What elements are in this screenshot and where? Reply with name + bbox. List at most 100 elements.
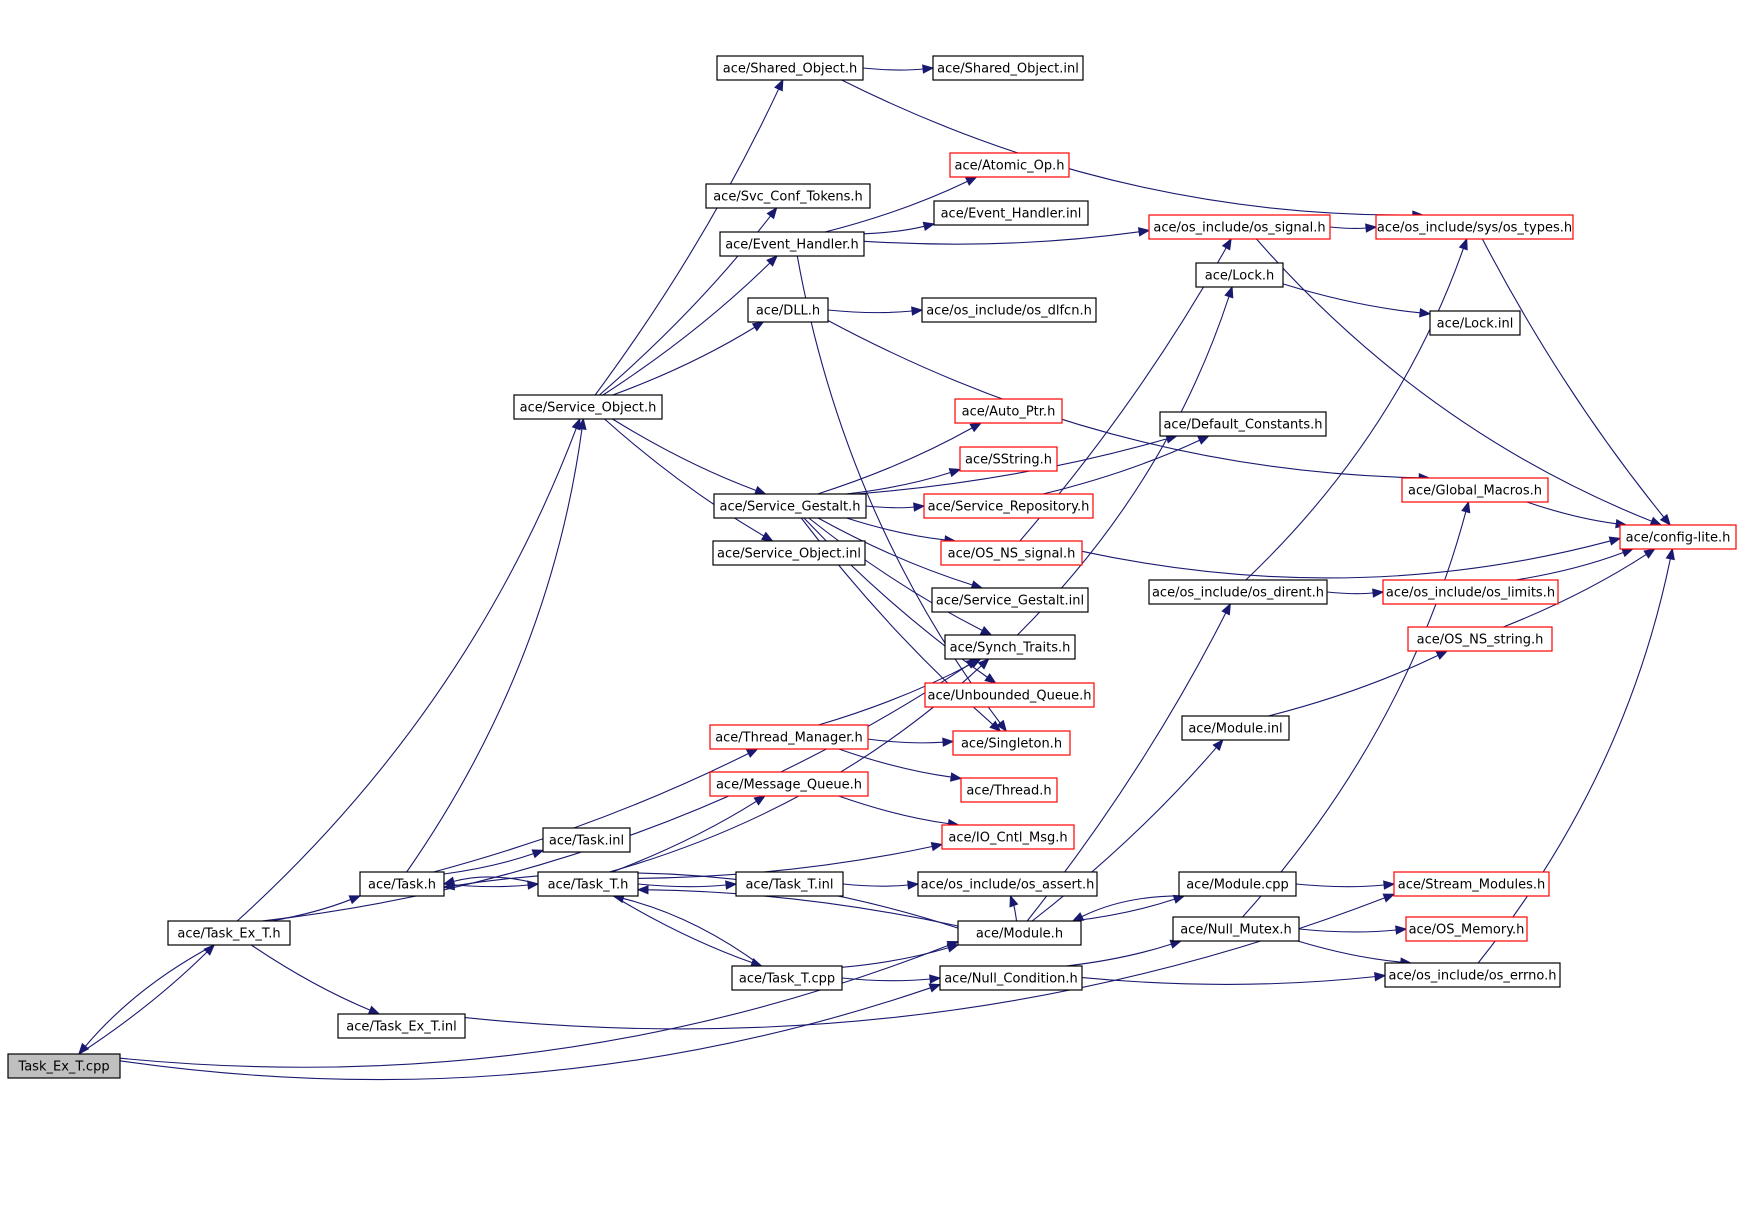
node-box[interactable] <box>719 231 865 257</box>
node-n21[interactable]: ace/SString.h <box>959 446 1058 472</box>
node-box[interactable] <box>1393 871 1550 897</box>
node-n37[interactable]: ace/Lock.h <box>1195 262 1284 288</box>
node-box[interactable] <box>1429 310 1521 336</box>
node-n7[interactable]: ace/Task_T.inl <box>735 871 844 897</box>
node-n6[interactable]: ace/Task_T.h <box>537 871 639 897</box>
node-n29[interactable]: ace/Thread_Manager.h <box>709 724 869 750</box>
node-n42[interactable]: ace/os_include/os_dirent.h <box>1148 579 1328 605</box>
node-n1[interactable]: Task_Ex_T.cpp <box>7 1053 121 1079</box>
node-box[interactable] <box>940 540 1083 566</box>
node-box[interactable] <box>1195 262 1284 288</box>
node-n25[interactable]: ace/Synch_Traits.h <box>944 634 1076 660</box>
node-box[interactable] <box>960 777 1058 803</box>
node-n41[interactable]: ace/config-lite.h <box>1619 524 1737 550</box>
node-box[interactable] <box>923 493 1094 519</box>
node-box[interactable] <box>917 871 1098 897</box>
node-box[interactable] <box>932 55 1084 81</box>
node-n35[interactable]: ace/os_include/os_signal.h <box>1148 214 1331 240</box>
node-n19[interactable]: ace/Service_Object.inl <box>712 540 866 566</box>
node-n38[interactable]: ace/Lock.inl <box>1429 310 1521 336</box>
node-n9[interactable]: ace/Service_Object.h <box>513 394 663 420</box>
node-n31[interactable]: ace/IO_Cntl_Msg.h <box>941 824 1075 850</box>
node-box[interactable] <box>731 965 843 991</box>
node-box[interactable] <box>1405 916 1528 942</box>
node-box[interactable] <box>1384 962 1561 988</box>
node-n30[interactable]: ace/Message_Queue.h <box>709 771 869 797</box>
node-n40[interactable]: ace/Global_Macros.h <box>1401 477 1549 503</box>
node-box[interactable] <box>7 1053 121 1079</box>
node-n26[interactable]: ace/Unbounded_Queue.h <box>924 682 1095 708</box>
node-n32[interactable]: ace/os_include/os_assert.h <box>917 871 1098 897</box>
node-box[interactable] <box>954 398 1063 424</box>
node-n50[interactable]: ace/os_include/os_errno.h <box>1384 962 1561 988</box>
node-n12[interactable]: ace/Svc_Conf_Tokens.h <box>705 183 871 209</box>
node-box[interactable] <box>941 824 1075 850</box>
node-n46[interactable]: ace/Module.cpp <box>1178 871 1297 897</box>
node-n17[interactable]: ace/os_include/os_dlfcn.h <box>921 297 1097 323</box>
node-n24[interactable]: ace/Service_Gestalt.inl <box>931 587 1089 613</box>
node-n13[interactable]: ace/Event_Handler.h <box>719 231 865 257</box>
node-n27[interactable]: ace/Singleton.h <box>952 730 1071 756</box>
node-n36[interactable]: ace/os_include/sys/os_types.h <box>1375 214 1574 240</box>
node-n3[interactable]: ace/Task_Ex_T.inl <box>337 1013 466 1039</box>
node-n20[interactable]: ace/Auto_Ptr.h <box>954 398 1063 424</box>
node-box[interactable] <box>359 871 445 897</box>
node-box[interactable] <box>957 920 1082 946</box>
node-box[interactable] <box>1375 214 1574 240</box>
node-box[interactable] <box>1619 524 1737 550</box>
node-box[interactable] <box>944 634 1076 660</box>
node-box[interactable] <box>542 827 631 853</box>
node-box[interactable] <box>949 152 1070 178</box>
node-n33[interactable]: ace/Module.h <box>957 920 1082 946</box>
node-box[interactable] <box>1382 579 1559 605</box>
node-box[interactable] <box>167 920 291 946</box>
node-n10[interactable]: ace/Shared_Object.h <box>716 55 864 81</box>
node-box[interactable] <box>1401 477 1549 503</box>
node-n48[interactable]: ace/Stream_Modules.h <box>1393 871 1550 897</box>
node-box[interactable] <box>1407 626 1553 652</box>
node-box[interactable] <box>921 297 1097 323</box>
node-n16[interactable]: ace/DLL.h <box>747 297 829 323</box>
node-box[interactable] <box>1181 715 1290 741</box>
node-n22[interactable]: ace/Service_Repository.h <box>923 493 1094 519</box>
node-n11[interactable]: ace/Shared_Object.inl <box>932 55 1084 81</box>
node-n2[interactable]: ace/Task_Ex_T.h <box>167 920 291 946</box>
node-n34[interactable]: ace/Null_Condition.h <box>939 965 1083 991</box>
node-box[interactable] <box>952 730 1071 756</box>
node-box[interactable] <box>709 771 869 797</box>
node-box[interactable] <box>1159 411 1327 437</box>
node-box[interactable] <box>1148 579 1328 605</box>
node-n15[interactable]: ace/Event_Handler.inl <box>933 200 1089 226</box>
node-box[interactable] <box>1148 214 1331 240</box>
node-box[interactable] <box>705 183 871 209</box>
node-box[interactable] <box>939 965 1083 991</box>
node-n45[interactable]: ace/Module.inl <box>1181 715 1290 741</box>
node-n49[interactable]: ace/OS_Memory.h <box>1405 916 1528 942</box>
node-box[interactable] <box>716 55 864 81</box>
node-n18[interactable]: ace/Service_Gestalt.h <box>713 493 867 519</box>
node-n28[interactable]: ace/Thread.h <box>960 777 1058 803</box>
node-box[interactable] <box>1172 916 1300 942</box>
node-box[interactable] <box>537 871 639 897</box>
node-box[interactable] <box>712 540 866 566</box>
node-n43[interactable]: ace/os_include/os_limits.h <box>1382 579 1559 605</box>
node-box[interactable] <box>924 682 1095 708</box>
node-n23[interactable]: ace/OS_NS_signal.h <box>940 540 1083 566</box>
node-n39[interactable]: ace/Default_Constants.h <box>1159 411 1327 437</box>
node-box[interactable] <box>747 297 829 323</box>
node-box[interactable] <box>959 446 1058 472</box>
node-n8[interactable]: ace/Task_T.cpp <box>731 965 843 991</box>
node-box[interactable] <box>931 587 1089 613</box>
node-n5[interactable]: ace/Task.inl <box>542 827 631 853</box>
node-box[interactable] <box>713 493 867 519</box>
node-box[interactable] <box>337 1013 466 1039</box>
node-box[interactable] <box>735 871 844 897</box>
node-n47[interactable]: ace/Null_Mutex.h <box>1172 916 1300 942</box>
node-box[interactable] <box>709 724 869 750</box>
node-n4[interactable]: ace/Task.h <box>359 871 445 897</box>
node-box[interactable] <box>513 394 663 420</box>
node-n14[interactable]: ace/Atomic_Op.h <box>949 152 1070 178</box>
node-box[interactable] <box>933 200 1089 226</box>
node-n44[interactable]: ace/OS_NS_string.h <box>1407 626 1553 652</box>
node-box[interactable] <box>1178 871 1297 897</box>
